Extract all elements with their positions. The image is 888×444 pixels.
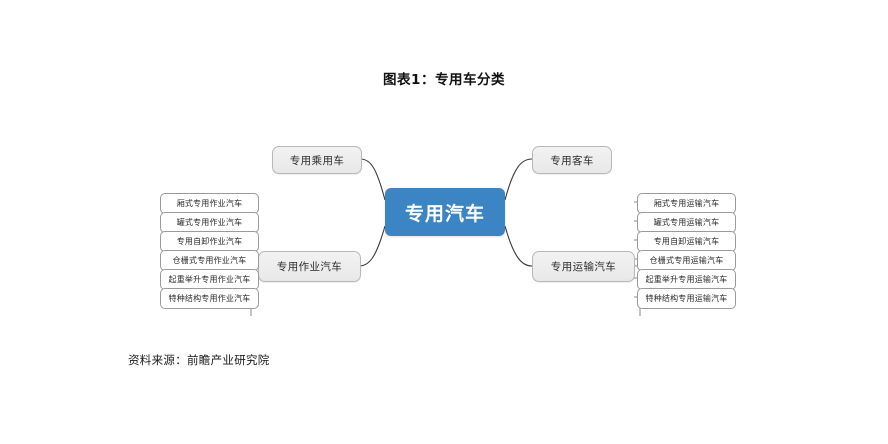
- leaf-node[interactable]: 罐式专用作业汽车: [160, 212, 259, 233]
- center-node-special-vehicle[interactable]: 专用汽车: [385, 188, 505, 236]
- edge-center-transport: [504, 225, 533, 267]
- edge-center-bus: [504, 158, 533, 201]
- branch-node-special-passenger-car[interactable]: 专用乘用车: [272, 146, 362, 174]
- leaf-node[interactable]: 仓栅式专用运输汽车: [637, 250, 736, 271]
- leaf-node[interactable]: 起重举升专用作业汽车: [160, 269, 259, 290]
- source-note: 资料来源：前瞻产业研究院: [128, 353, 270, 367]
- branch-node-special-transport-vehicle[interactable]: 专用运输汽车: [532, 251, 635, 282]
- page-title: 图表1：专用车分类: [383, 72, 505, 88]
- branch-node-special-bus[interactable]: 专用客车: [532, 146, 612, 174]
- leaf-node[interactable]: 罐式专用运输汽车: [637, 212, 736, 233]
- leaf-node[interactable]: 特种结构专用作业汽车: [160, 288, 259, 309]
- leaf-node[interactable]: 起重举升专用运输汽车: [637, 269, 736, 290]
- branch-node-special-work-vehicle[interactable]: 专用作业汽车: [258, 251, 361, 282]
- leaf-node[interactable]: 专用自卸运输汽车: [637, 231, 736, 252]
- leaf-node[interactable]: 厢式专用作业汽车: [160, 193, 259, 214]
- edge-center-passenger: [359, 158, 386, 201]
- edge-center-work: [358, 225, 386, 267]
- leaf-node[interactable]: 仓栅式专用作业汽车: [160, 250, 259, 271]
- leaf-node[interactable]: 专用自卸作业汽车: [160, 231, 259, 252]
- leaf-node[interactable]: 特种结构专用运输汽车: [637, 288, 736, 309]
- leaf-node[interactable]: 厢式专用运输汽车: [637, 193, 736, 214]
